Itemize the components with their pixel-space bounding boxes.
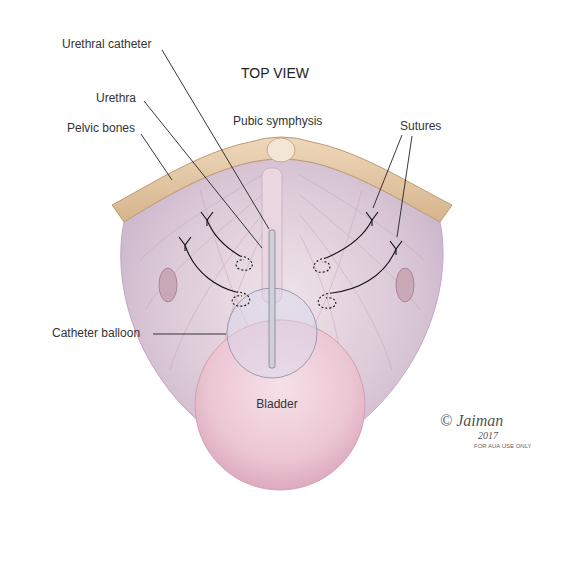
part-label: Pubic symphysis bbox=[233, 115, 322, 128]
part-label: Catheter balloon bbox=[52, 327, 140, 340]
view-title: TOP VIEW bbox=[241, 66, 309, 81]
pubic-symphysis bbox=[267, 138, 295, 162]
signature-year: 2017 bbox=[478, 430, 498, 441]
sutures bbox=[179, 212, 402, 308]
leader-lines bbox=[141, 50, 412, 334]
obturator-opening bbox=[396, 268, 414, 302]
artist-signature: © Jaiman bbox=[440, 412, 503, 430]
part-label: Sutures bbox=[400, 120, 441, 133]
urethral-catheter bbox=[269, 230, 275, 368]
part-label: Bladder bbox=[256, 398, 297, 411]
part-label: Pelvic bones bbox=[67, 122, 135, 135]
obturator-opening bbox=[159, 268, 177, 302]
part-label: Urethral catheter bbox=[62, 38, 151, 51]
part-label: Urethra bbox=[96, 92, 136, 105]
usage-note: FOR AUA USE ONLY bbox=[474, 443, 532, 450]
